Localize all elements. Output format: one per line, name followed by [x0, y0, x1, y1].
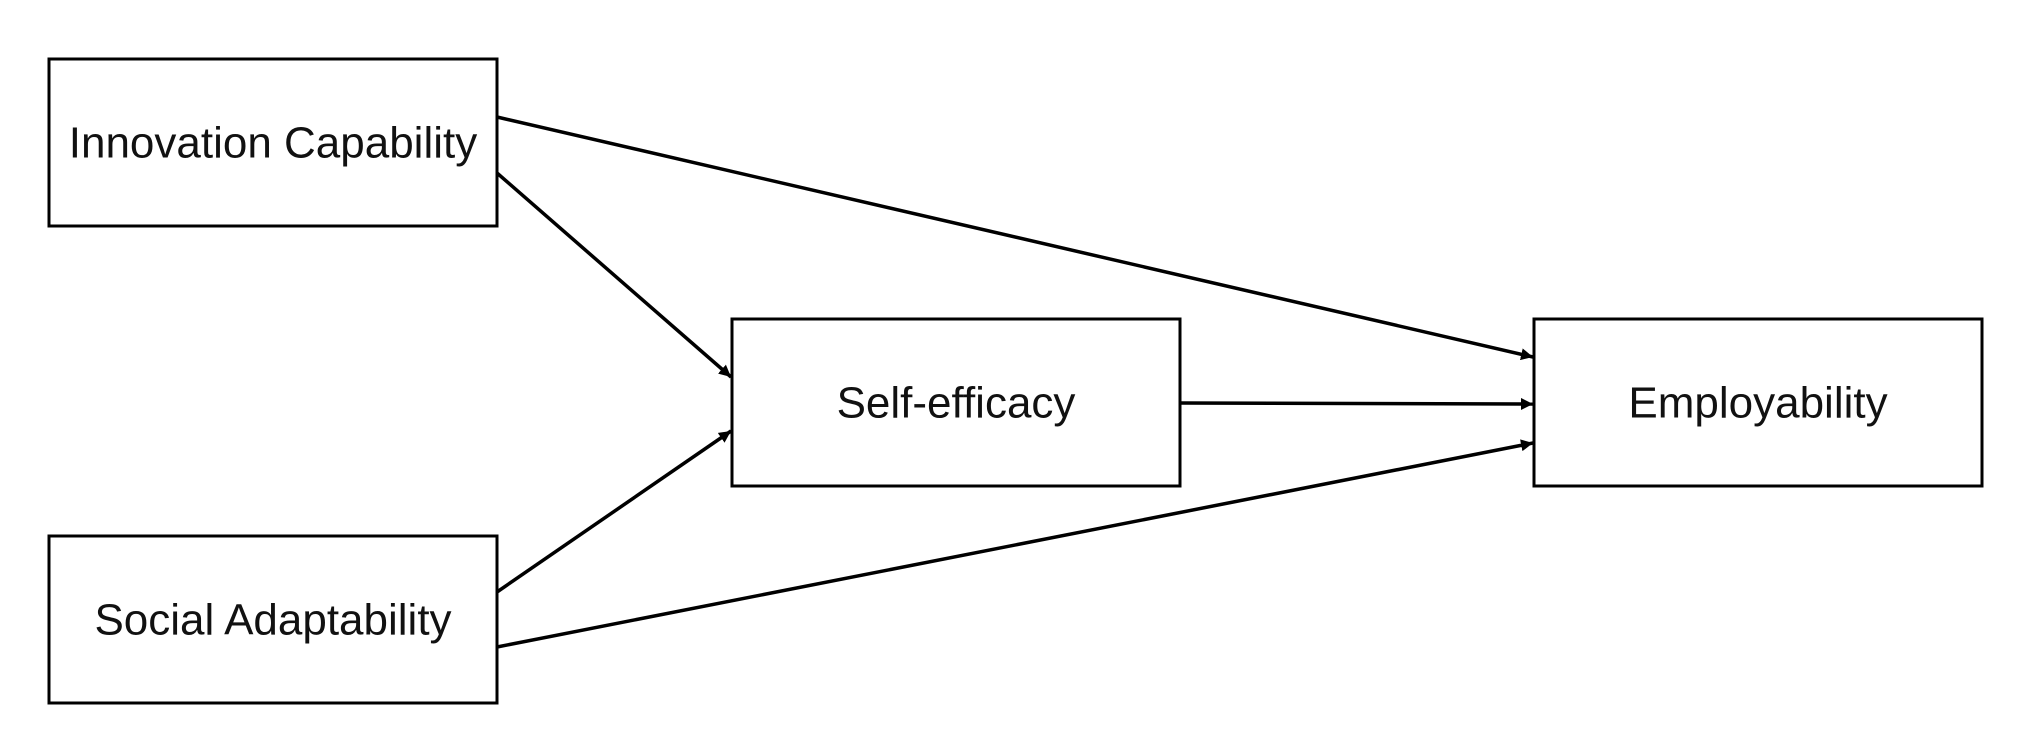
node-label-innovation-capability: Innovation Capability [69, 119, 477, 168]
node-label-self-efficacy: Self-efficacy [837, 379, 1076, 428]
node-box [47, 57, 499, 228]
node-employability: Employability [1532, 317, 1984, 488]
node-self-efficacy: Self-efficacy [730, 317, 1182, 488]
node-label-employability: Employability [1628, 379, 1887, 428]
node-label-social-adaptability: Social Adaptability [94, 596, 451, 645]
edge-social-to-employability [496, 439, 1534, 649]
edge-self-efficacy-to-employability [1179, 397, 1534, 410]
edge-social-to-self-efficacy [496, 429, 732, 594]
edge-innovation-to-employability [496, 115, 1534, 361]
edges-group [495, 115, 1534, 649]
edge-innovation-to-self-efficacy [495, 171, 733, 379]
node-box [47, 534, 499, 705]
node-innovation-capability: Innovation Capability [47, 57, 499, 228]
node-social-adaptability: Social Adaptability [47, 534, 499, 705]
node-box [1532, 317, 1984, 488]
node-box [730, 317, 1182, 488]
